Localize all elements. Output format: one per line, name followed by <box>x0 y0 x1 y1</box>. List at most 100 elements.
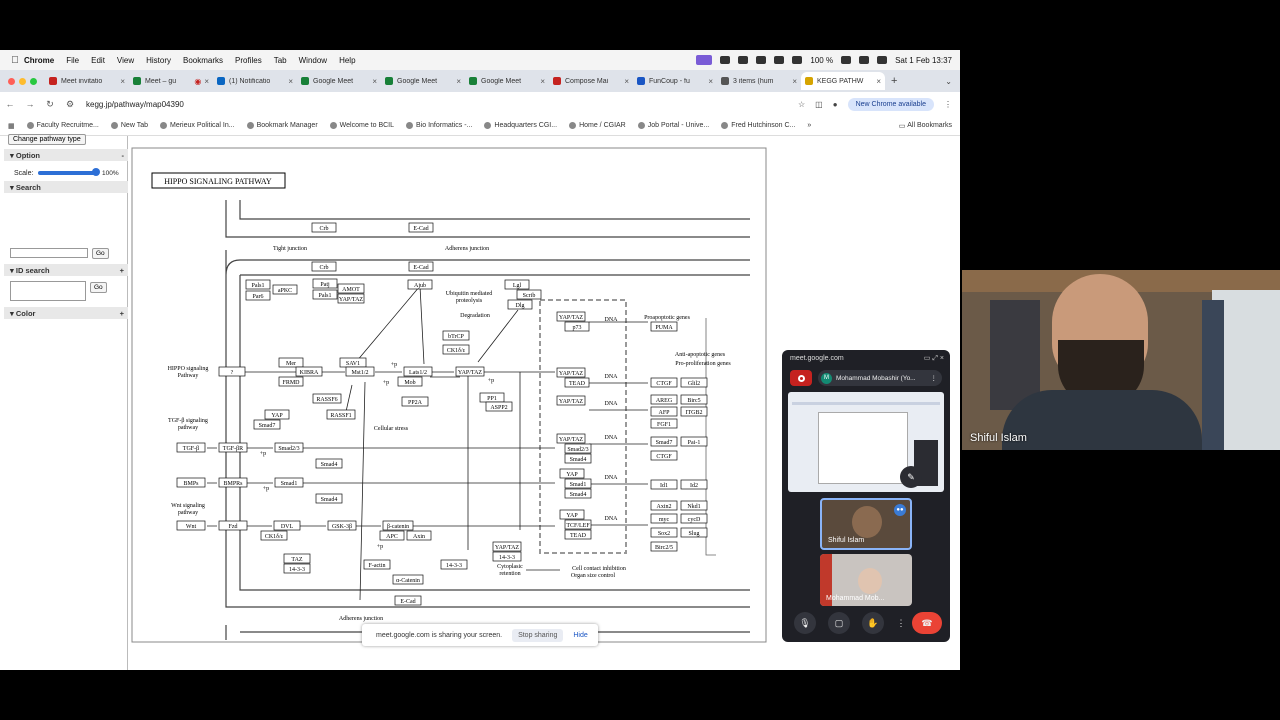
search-input[interactable] <box>10 248 88 258</box>
gene-node-box[interactable] <box>315 458 343 469</box>
gene-node-label[interactable]: Id1 <box>660 483 668 489</box>
gene-node-label[interactable]: Ajub <box>414 283 426 289</box>
gene-node-label[interactable]: CTGF <box>656 381 672 387</box>
gene-node-label[interactable]: KIBRA <box>300 370 319 376</box>
gene-node-label[interactable]: YAP/TAZ <box>559 315 584 321</box>
extensions-icon[interactable]: ◫ <box>815 99 823 109</box>
gene-node-label[interactable]: PUMA <box>655 325 673 331</box>
id-search-go-button[interactable]: Go <box>90 282 107 293</box>
gene-node-box[interactable] <box>650 513 678 524</box>
gene-node-box[interactable] <box>394 595 422 606</box>
bookmark-item[interactable]: Headquarters CGI... <box>484 122 557 129</box>
gene-node-label[interactable]: Smad7 <box>259 423 276 429</box>
gene-node-label[interactable]: Smad4 <box>321 497 338 503</box>
gene-node-label[interactable]: CK1δ/ε <box>265 534 284 540</box>
gene-node-box[interactable] <box>556 433 586 444</box>
gene-node-label[interactable]: Patj <box>320 282 330 288</box>
gene-node-box[interactable] <box>379 530 405 541</box>
gene-node-label[interactable]: F-actin <box>369 563 386 569</box>
gene-node-box[interactable] <box>403 366 433 377</box>
clock[interactable]: Sat 1 Feb 13:37 <box>895 55 952 65</box>
close-tab-icon[interactable]: × <box>288 76 293 86</box>
gene-node-label[interactable]: Crb <box>320 226 329 232</box>
gene-node-label[interactable]: Sox2 <box>658 531 670 537</box>
gene-node-box[interactable] <box>273 520 301 531</box>
gene-node-box[interactable] <box>650 436 678 447</box>
gene-node-box[interactable] <box>564 519 592 530</box>
siri-icon[interactable] <box>877 56 888 64</box>
menu-file[interactable]: File <box>66 55 80 65</box>
gene-node-label[interactable]: APC <box>386 534 398 540</box>
all-bookmarks[interactable]: ▭ All Bookmarks <box>899 122 952 130</box>
gene-node-label[interactable]: Mst1/2 <box>351 370 368 376</box>
change-pathway-type-button[interactable]: Change pathway type <box>8 134 86 145</box>
gene-node-label[interactable]: DVL <box>281 524 294 530</box>
new-chrome-button[interactable]: New Chrome available <box>847 97 934 111</box>
gene-node-box[interactable] <box>559 468 585 479</box>
option-panel-header[interactable]: ▾ Option- <box>4 149 128 161</box>
gene-node-label[interactable]: α-Catenin <box>396 578 420 584</box>
tab[interactable]: Google Meet× <box>297 72 381 90</box>
gene-node-label[interactable]: ASPP2 <box>490 405 507 411</box>
gene-node-label[interactable]: Nkd1 <box>687 504 700 510</box>
status-icon[interactable] <box>720 56 731 64</box>
gene-node-box[interactable] <box>485 401 513 412</box>
gene-node-box[interactable] <box>564 321 590 332</box>
microphone-icon[interactable]: 🎙 <box>794 612 816 634</box>
tab[interactable]: FunCoup - fu× <box>633 72 717 90</box>
menu-help[interactable]: Help <box>339 55 356 65</box>
gene-node-box[interactable] <box>407 279 433 290</box>
tab[interactable]: Compose Mai× <box>549 72 633 90</box>
control-center-icon[interactable] <box>859 56 870 64</box>
close-tab-icon[interactable]: × <box>792 76 797 86</box>
gene-node-box[interactable] <box>245 279 271 290</box>
gene-node-label[interactable]: Smad7 <box>656 440 673 446</box>
star-icon[interactable]: ☆ <box>798 99 806 109</box>
gene-node-label[interactable]: Smad2/3 <box>278 446 299 452</box>
gene-node-box[interactable] <box>650 541 678 552</box>
gene-node-label[interactable]: YAP <box>566 513 578 519</box>
gene-node-box[interactable] <box>650 450 678 461</box>
gene-node-label[interactable]: Id2 <box>690 483 698 489</box>
gene-node-box[interactable] <box>680 406 708 417</box>
chevron-down-icon[interactable]: ⌄ <box>945 76 952 86</box>
bookmark-item[interactable]: Welcome to BCIL <box>329 122 394 129</box>
gene-node-box[interactable] <box>312 289 338 300</box>
gene-node-box[interactable] <box>311 261 337 272</box>
gene-node-label[interactable]: Smad4 <box>321 462 338 468</box>
gene-node-box[interactable] <box>556 395 586 406</box>
tab[interactable]: Google Meet× <box>381 72 465 90</box>
menu-window[interactable]: Window <box>298 55 328 65</box>
tab[interactable]: (1) Notificatio× <box>213 72 297 90</box>
screen-share-status-icon[interactable] <box>696 55 713 65</box>
gene-node-box[interactable] <box>564 488 592 499</box>
gene-node-label[interactable]: RASSF1 <box>330 413 351 419</box>
more-options-icon[interactable]: ⋮ <box>896 617 906 628</box>
gene-node-label[interactable]: AMOT <box>342 287 360 293</box>
tab[interactable]: Google Meet× <box>465 72 549 90</box>
hide-button[interactable]: Hide <box>573 631 588 639</box>
gene-node-label[interactable]: Smad1 <box>570 482 587 488</box>
menu-app[interactable]: Chrome <box>24 55 55 65</box>
gene-node-box[interactable] <box>218 520 248 531</box>
forward-icon[interactable]: → <box>25 99 35 109</box>
back-icon[interactable]: ← <box>5 99 15 109</box>
gene-node-label[interactable]: Wnt <box>186 524 197 530</box>
gene-node-box[interactable] <box>176 477 206 488</box>
bookmark-item[interactable]: Job Portal - Unive... <box>637 122 709 129</box>
gene-node-box[interactable] <box>650 479 678 490</box>
gene-node-label[interactable]: CTGF <box>656 454 672 460</box>
tab[interactable]: 3 items (hum× <box>717 72 801 90</box>
gene-node-box[interactable] <box>650 321 678 332</box>
gene-node-box[interactable] <box>504 279 530 290</box>
menu-profiles[interactable]: Profiles <box>235 55 262 65</box>
gene-node-label[interactable]: TCF/LEF <box>566 523 590 529</box>
gene-node-label[interactable]: Glil2 <box>688 381 700 387</box>
camera-icon[interactable]: ▢ <box>828 612 850 634</box>
gene-node-box[interactable] <box>650 500 678 511</box>
gene-node-label[interactable]: YAP <box>271 413 283 419</box>
bookmark-item[interactable]: Faculty Recruitme... <box>26 122 99 129</box>
id-search-panel-header[interactable]: ▾ ID search+ <box>4 264 128 276</box>
gene-node-box[interactable] <box>260 530 288 541</box>
